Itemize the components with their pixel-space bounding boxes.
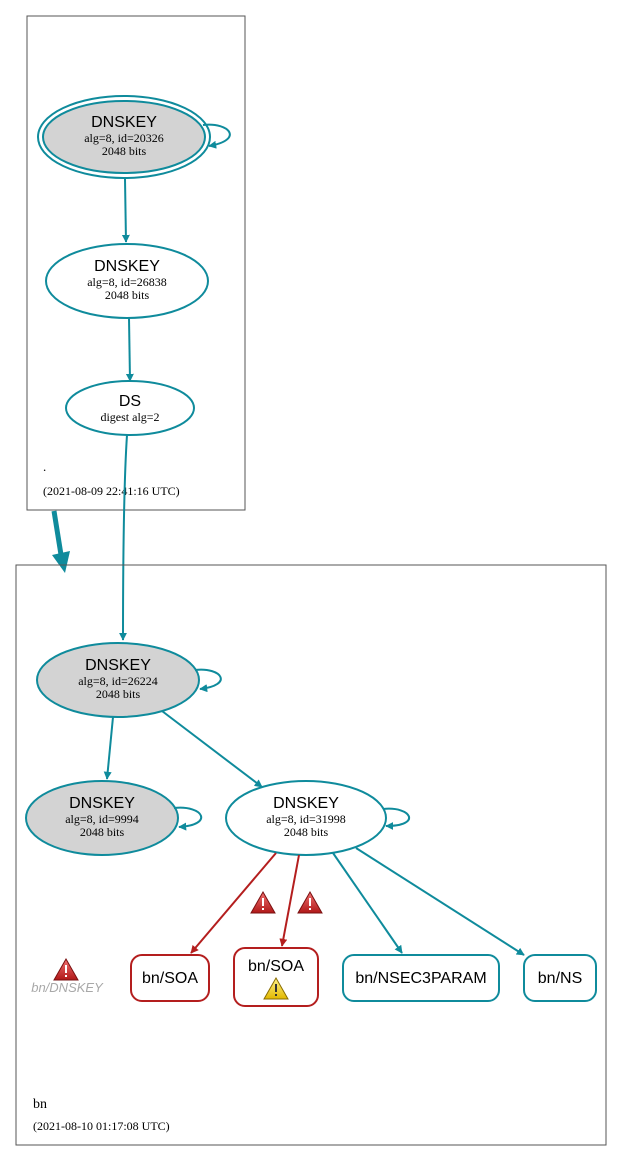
node-root-dnskey-ksk[interactable]: DNSKEY alg=8, id=20326 2048 bits (37, 95, 211, 179)
delegation-arrowhead (52, 551, 70, 573)
edge-31998-to-soa-1 (190, 852, 277, 954)
node-detail-bits: 2048 bits (102, 144, 147, 158)
edge-31998-to-ns (355, 847, 525, 956)
self-loop-edge-root-ksk (202, 123, 231, 149)
node-detail-bits: 2048 bits (284, 825, 329, 839)
node-detail-bits: 2048 bits (105, 288, 150, 302)
node-detail-alg: alg=8, id=26224 (78, 674, 158, 688)
error-warning-icon[interactable] (53, 957, 79, 981)
self-loop-edge-31998 (382, 807, 410, 830)
node-rrset-ns[interactable]: bn/NS (523, 954, 597, 1002)
node-bn-dnskey-9994[interactable]: DNSKEY alg=8, id=9994 2048 bits (25, 780, 179, 856)
node-rrset-nsec3param[interactable]: bn/NSEC3PARAM (342, 954, 500, 1002)
node-title: DNSKEY (85, 657, 151, 674)
node-label: bn/NS (538, 970, 582, 987)
node-title: DNSKEY (94, 258, 160, 275)
error-warning-icon[interactable] (250, 890, 276, 914)
node-ghost-dnskey[interactable]: bn/DNSKEY (31, 957, 104, 995)
zone-root: DNSKEY alg=8, id=20326 2048 bits DNSKEY … (26, 15, 246, 511)
edge-ds-to-bn-ksk (119, 434, 128, 641)
node-bn-dnskey-ksk[interactable]: DNSKEY alg=8, id=26224 2048 bits (36, 642, 200, 718)
caution-warning-icon[interactable] (263, 976, 289, 1000)
node-bn-dnskey-31998[interactable]: DNSKEY alg=8, id=31998 2048 bits (225, 780, 387, 856)
edge-bn-ksk-to-31998 (161, 710, 263, 788)
node-label: bn/DNSKEY (31, 980, 104, 995)
zone-root-name: . (43, 459, 46, 474)
node-detail-alg: alg=8, id=9994 (65, 812, 139, 826)
node-detail-bits: 2048 bits (80, 825, 125, 839)
node-label: bn/SOA (142, 970, 198, 987)
zone-bn-name: bn (33, 1097, 47, 1112)
node-detail-alg: alg=8, id=26838 (87, 275, 167, 289)
delegation-edge (51, 510, 65, 562)
edge-bn-ksk-to-9994 (103, 716, 114, 780)
node-label: bn/SOA (248, 958, 304, 975)
zone-root-timestamp: (2021-08-09 22:41:16 UTC) (43, 484, 180, 498)
node-detail-alg: alg=8, id=31998 (266, 812, 346, 826)
node-title: DNSKEY (91, 114, 157, 131)
node-rrset-soa-2[interactable]: bn/SOA (233, 947, 319, 1007)
node-root-dnskey-zsk[interactable]: DNSKEY alg=8, id=26838 2048 bits (45, 243, 209, 319)
node-detail-bits: 2048 bits (96, 687, 141, 701)
node-label: bn/NSEC3PARAM (355, 970, 486, 987)
edge-31998-to-soa-2 (279, 854, 300, 947)
edge-root-zsk-to-ds (125, 317, 134, 382)
node-title: DNSKEY (69, 795, 135, 812)
node-detail-digest: digest alg=2 (100, 410, 159, 424)
zone-bn-border (15, 564, 607, 1146)
edge-31998-to-nsec3param (332, 852, 403, 954)
zone-bn-timestamp: (2021-08-10 01:17:08 UTC) (33, 1119, 170, 1133)
zone-bn: DNSKEY alg=8, id=26224 2048 bits DNSKEY … (15, 564, 607, 1146)
self-loop-edge-9994 (173, 806, 202, 831)
edge-root-ksk-to-zsk (121, 178, 130, 243)
node-title: DNSKEY (273, 795, 339, 812)
node-detail-alg: alg=8, id=20326 (84, 131, 164, 145)
node-rrset-soa-1[interactable]: bn/SOA (130, 954, 210, 1002)
error-warning-icon[interactable] (297, 890, 323, 914)
self-loop-edge-bn-ksk (194, 668, 222, 693)
node-title: DS (119, 393, 141, 410)
zone-root-border (26, 15, 246, 511)
node-ds[interactable]: DS digest alg=2 (65, 380, 195, 436)
